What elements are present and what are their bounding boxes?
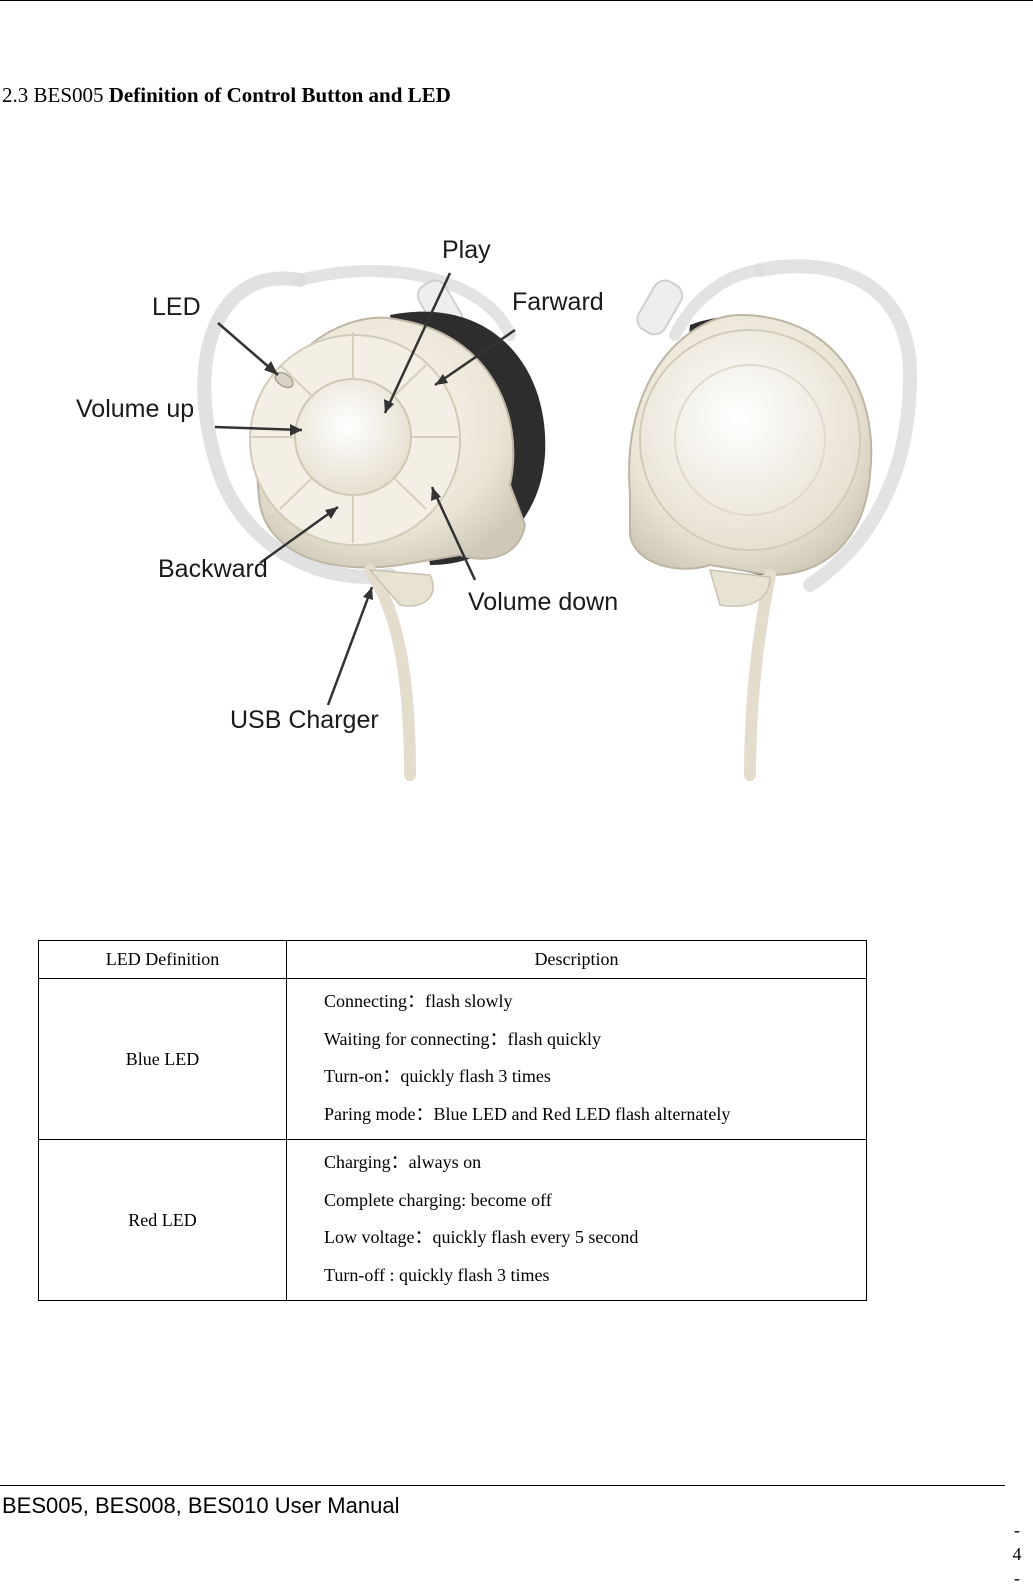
red-led-description: Charging：always on Complete charging: be…: [286, 1139, 867, 1301]
blue-led-description: Connecting：flash slowly Waiting for conn…: [286, 978, 867, 1140]
header-description: Description: [286, 940, 867, 979]
callout-volume-up: Volume up: [76, 395, 194, 423]
page-dash-bottom: -: [1014, 1568, 1020, 1588]
page-digit: 4: [1012, 1544, 1022, 1564]
callout-led: LED: [152, 293, 201, 321]
manual-title: BES005, BES008, BES010 User Manual: [2, 1493, 400, 1518]
play-arrow: [383, 272, 452, 414]
headset-illustration: LED Volume up Play Farward Backward Volu…: [76, 236, 918, 781]
callout-arrows: [214, 272, 516, 706]
led-definition-table: LED Definition Description Blue LED Conn…: [38, 940, 867, 1301]
page-dash-top: -: [1014, 1520, 1020, 1540]
page-number: - 4 -: [1010, 1518, 1024, 1590]
forward-arrow: [434, 328, 516, 387]
callout-usb-charger: USB Charger: [230, 706, 379, 734]
top-rule: [0, 0, 1033, 1]
headset-figure: LED Volume up Play Farward Backward Volu…: [70, 225, 950, 785]
section-title: Definition of Control Button and LED: [108, 83, 451, 107]
callout-backward: Backward: [158, 555, 268, 583]
right-earpiece: [628, 259, 918, 781]
left-earpiece: [197, 265, 546, 781]
volume-down-arrow: [430, 486, 477, 581]
description-line: Low voltage：quickly flash every 5 second: [324, 1227, 639, 1247]
description-line: Paring mode：Blue LED and Red LED flash a…: [324, 1103, 731, 1124]
description-line: Turn-off : quickly flash 3 times: [324, 1264, 550, 1285]
usb-charger-arrow: [326, 586, 374, 706]
table-header-row: LED Definition Description: [38, 940, 867, 979]
description-line: Complete charging: become off: [324, 1189, 552, 1210]
callout-volume-down: Volume down: [468, 588, 618, 616]
callout-forward: Farward: [512, 288, 604, 316]
volume-up-arrow: [214, 425, 303, 432]
callout-arrowheads: [264, 361, 448, 600]
blue-led-label: Blue LED: [38, 978, 287, 1140]
description-line: Connecting：flash slowly: [324, 991, 513, 1011]
header-led-definition: LED Definition: [38, 940, 287, 979]
table-row-blue-led: Blue LED Connecting：flash slowly Waiting…: [38, 978, 867, 1140]
description-line: Waiting for connecting：flash quickly: [324, 1028, 601, 1049]
footer-rule: [0, 1485, 1005, 1486]
section-number: 2.3 BES005: [2, 83, 104, 107]
section-heading: 2.3 BES005 Definition of Control Button …: [2, 82, 451, 108]
callout-play: Play: [442, 236, 491, 264]
red-led-label: Red LED: [38, 1139, 287, 1301]
description-line: Turn-on：quickly flash 3 times: [324, 1066, 551, 1086]
table-row-red-led: Red LED Charging：always on Complete char…: [38, 1139, 867, 1301]
backward-arrow: [259, 505, 339, 565]
description-line: Charging：always on: [324, 1152, 482, 1172]
